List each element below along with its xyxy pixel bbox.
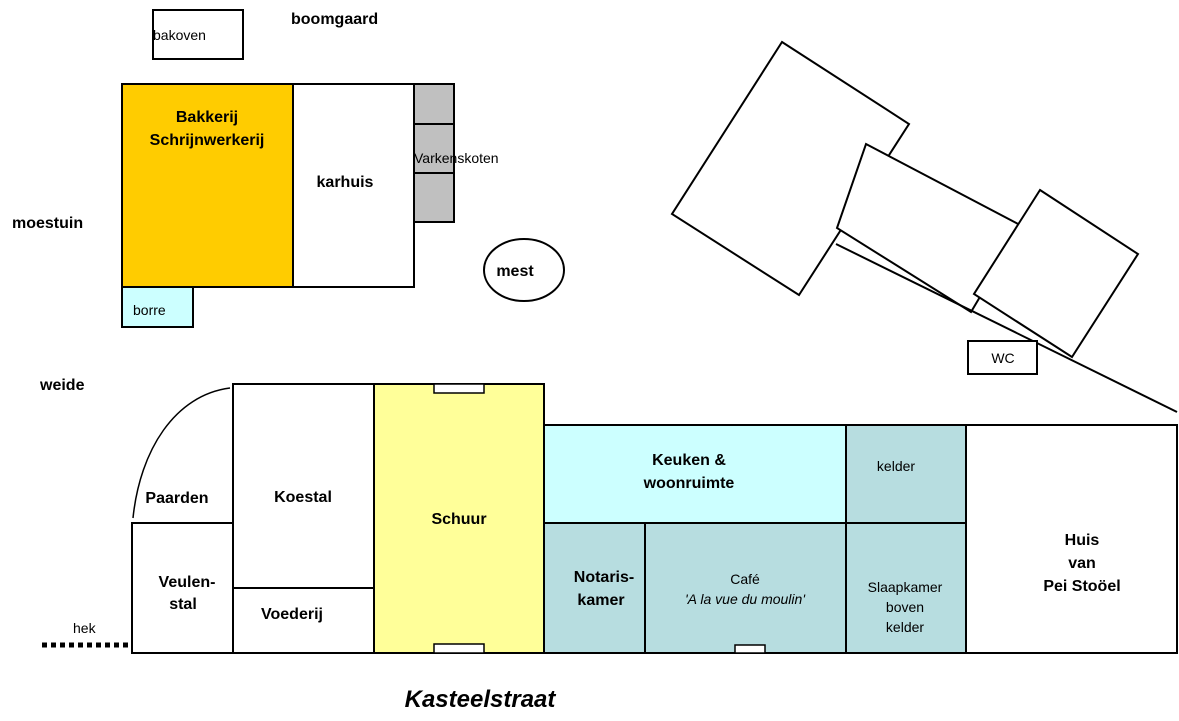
mest-heap [483, 238, 565, 302]
slaapkamer-room [845, 522, 967, 654]
koestal-label: Koestal [274, 489, 332, 506]
notariskamer-label-1: Notaris- [574, 569, 634, 586]
huis-room [965, 424, 1178, 654]
street-label: Kasteelstraat [405, 686, 557, 713]
cafe-label-1: Café [730, 571, 760, 587]
voederij-label: Voederij [261, 606, 323, 623]
schuur-door-top [433, 383, 485, 394]
koestal-room [232, 383, 375, 589]
paddock-arc [132, 387, 231, 519]
schuur-label: Schuur [431, 511, 486, 528]
paarden-label: Paarden [145, 490, 208, 507]
hek-label: hek [73, 620, 97, 636]
veulenstal-label-2: stal [169, 596, 197, 613]
voederij-room [232, 587, 375, 654]
borre-label: borre [133, 302, 166, 318]
bakoven-box [152, 9, 244, 60]
cafe-door [734, 644, 766, 654]
keuken-label-2: woonruimte [643, 475, 735, 492]
bakoven-label: bakoven [153, 27, 206, 43]
slaapkamer-label-2: boven [886, 599, 924, 615]
bakkerij-label-1: Bakkerij [176, 109, 238, 126]
varkenskoten-label: Varkenskoten [414, 150, 499, 166]
cafe-label-2: 'A la vue du moulin' [685, 591, 806, 607]
rotated-building-3 [972, 188, 1140, 359]
moestuin-label: moestuin [12, 215, 83, 232]
veulenstal-label-1: Veulen- [159, 574, 216, 591]
borre-box [121, 286, 194, 328]
varkenskot-2 [413, 123, 455, 174]
huis-label-1: Huis [1065, 532, 1100, 549]
varkenskot-3 [413, 172, 455, 223]
notariskamer-label-2: kamer [577, 592, 624, 609]
veulenstal-room [131, 522, 234, 654]
rotated-building-2 [835, 142, 1024, 314]
huis-label-3: Pei Stoöel [1043, 578, 1120, 595]
boomgaard-label: boomgaard [291, 11, 378, 28]
wc-box [967, 340, 1038, 375]
keuken-room [543, 424, 847, 524]
mest-label: mest [496, 263, 534, 280]
road-line [835, 243, 1178, 413]
huis-label-2: van [1068, 555, 1096, 572]
kelder-label: kelder [877, 458, 915, 474]
cafe-room [644, 522, 847, 654]
bakkerij-label-2: Schrijnwerkerij [150, 132, 265, 149]
schuur-door-bottom [433, 643, 485, 654]
rotated-building-1 [670, 40, 911, 297]
bakkerij-room [121, 83, 294, 288]
varkenskot-1 [413, 83, 455, 125]
slaapkamer-label-3: kelder [886, 619, 924, 635]
keuken-label-1: Keuken & [652, 452, 726, 469]
karhuis-room [292, 83, 415, 288]
slaapkamer-label-1: Slaapkamer [868, 579, 943, 595]
kelder-room [845, 424, 967, 524]
wc-label: WC [991, 350, 1014, 366]
notariskamer-room [543, 522, 646, 654]
karhuis-label: karhuis [317, 174, 374, 191]
weide-label: weide [39, 377, 85, 394]
